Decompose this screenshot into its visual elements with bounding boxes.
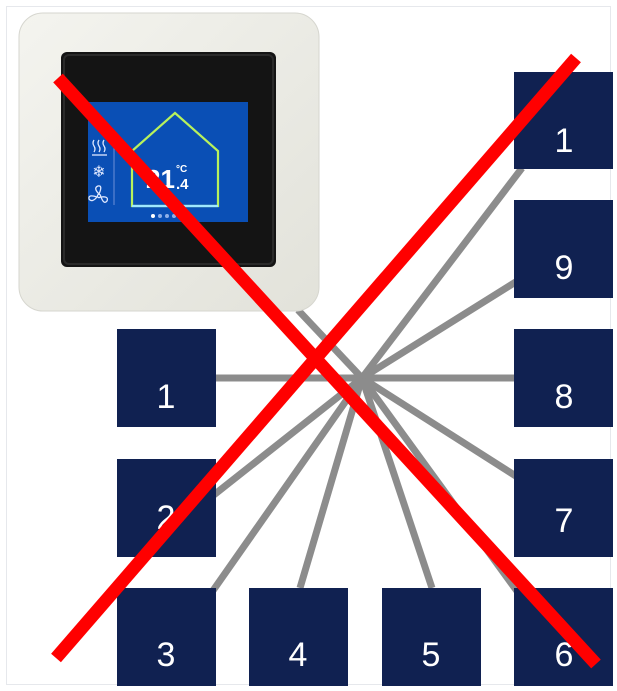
box-label: 1 — [555, 122, 574, 160]
box-9: 9 — [514, 200, 613, 298]
connector-to-box-4 — [300, 378, 362, 588]
connector-to-box-3 — [212, 378, 362, 592]
box-label: 3 — [157, 636, 176, 674]
connector-to-box-9 — [362, 278, 522, 378]
box-label: 7 — [555, 502, 574, 540]
box-label: 8 — [555, 378, 574, 416]
box-label: 9 — [555, 249, 574, 287]
box-label: 4 — [289, 636, 308, 674]
thermostat-device: ❄ 21 °C .4 — [19, 13, 319, 311]
temperature-unit: °C — [176, 164, 187, 175]
box-3: 3 — [117, 588, 216, 686]
box-4: 4 — [249, 588, 348, 686]
page-dot — [165, 214, 169, 218]
box-2: 2 — [117, 459, 216, 557]
box-label: 5 — [422, 636, 441, 674]
snowflake-icon: ❄ — [92, 162, 105, 181]
box-1-left: 1 — [117, 329, 216, 427]
page-dot — [151, 214, 155, 218]
page-dot — [158, 214, 162, 218]
box-label: 1 — [157, 378, 176, 416]
box-7: 7 — [514, 459, 613, 557]
box-5: 5 — [382, 588, 481, 686]
box-8: 8 — [514, 329, 613, 427]
temperature-decimal: .4 — [176, 176, 189, 193]
